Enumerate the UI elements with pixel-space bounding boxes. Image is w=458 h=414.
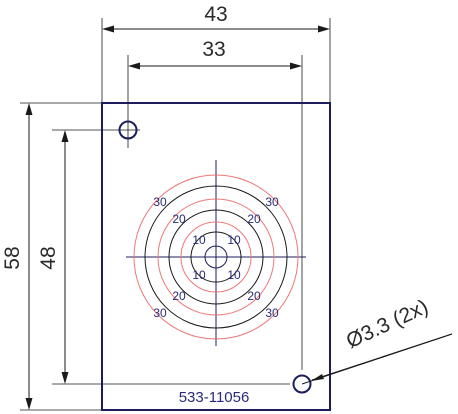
ring-label-outer-bl: 30 — [153, 306, 167, 320]
mounting-hole-top-left — [118, 120, 138, 140]
hole-spacing-height-label: 48 — [37, 246, 60, 269]
ring-black-inner — [190, 231, 242, 283]
ring-center — [204, 245, 228, 269]
hole-spacing-height-dimension: 48 — [37, 129, 290, 385]
hole-callout-label: Ø3.3 (2x) — [343, 295, 432, 353]
ring-label-inner-tl: 10 — [192, 233, 206, 247]
hole-spacing-width-label: 33 — [202, 38, 225, 61]
ring-label-inner-tr: 10 — [227, 233, 241, 247]
ring-black-middle — [168, 209, 264, 305]
ring-label-inner-bl: 10 — [192, 268, 206, 282]
ring-label-middle-tl: 20 — [172, 212, 186, 226]
overall-width-dimension: 43 — [101, 3, 331, 103]
ring-label-outer-tl: 30 — [153, 195, 167, 209]
part-outline — [101, 102, 331, 411]
ring-black-outer — [144, 185, 288, 329]
ring-red-middle — [157, 198, 275, 316]
ring-label-inner-br: 10 — [227, 268, 241, 282]
overall-height-label: 58 — [1, 246, 24, 269]
overall-width-label: 43 — [204, 3, 227, 26]
mounting-hole-bottom-right — [292, 374, 312, 394]
ring-red-outer — [133, 174, 299, 340]
hole-callout: Ø3.3 (2x) — [301, 295, 453, 385]
ring-pattern: 10 10 10 10 20 20 20 20 30 30 30 30 — [126, 160, 306, 346]
ring-label-middle-br: 20 — [247, 289, 261, 303]
ring-label-outer-br: 30 — [265, 306, 279, 320]
ring-red-inner — [180, 221, 252, 293]
overall-height-dimension: 58 — [1, 102, 102, 411]
part-number: 533-11056 — [179, 389, 250, 406]
hole-spacing-width-dimension: 33 — [127, 38, 303, 370]
ring-label-middle-bl: 20 — [172, 289, 186, 303]
ring-label-middle-tr: 20 — [247, 212, 261, 226]
ring-label-outer-tr: 30 — [265, 195, 279, 209]
